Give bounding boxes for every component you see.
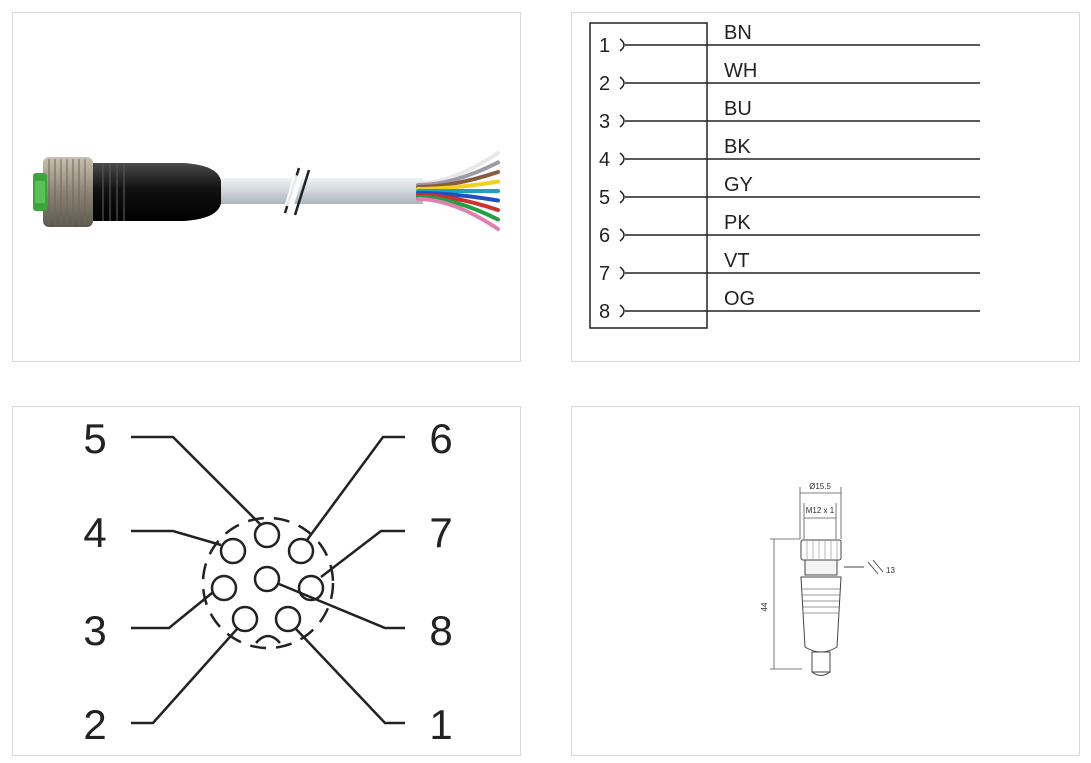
- dimension-drawing-panel: Ø15.5 M12 x 1 44 13: [571, 406, 1080, 756]
- wire-color-code: WH: [724, 60, 757, 82]
- pin-label-6: 6: [429, 415, 452, 462]
- wiring-pin-number: 1: [599, 35, 610, 57]
- wire-color-code: GY: [724, 174, 753, 196]
- pin-layout-panel: 5 6 4 7 3 8 2 1: [12, 406, 521, 756]
- pin-5: [253, 521, 281, 549]
- leader-4: [131, 529, 222, 547]
- socket-contact-icon: [619, 266, 625, 280]
- wiring-pin-number: 3: [599, 111, 610, 133]
- wire-strand: [416, 179, 500, 191]
- wiring-pin-number: 5: [599, 187, 610, 209]
- wire-strand: [416, 197, 500, 231]
- thread-label: M12 x 1: [806, 506, 835, 515]
- wiring-diagram-panel: 1 BN 2 WH 3 BU 4 BK 5 GY 6 PK 7 VT 8 OG: [571, 12, 1080, 362]
- wire-strand: [416, 160, 500, 187]
- wire-strand: [416, 193, 500, 212]
- wiring-row: 8 OG: [599, 288, 980, 323]
- leader-1: [295, 628, 405, 725]
- cable-illustration: [33, 151, 500, 231]
- socket-contact-icon: [619, 152, 625, 166]
- wrench-label: 13: [886, 566, 895, 575]
- connector-outline-drawing: [800, 539, 842, 676]
- leader-5: [131, 435, 261, 525]
- wire-strand: [416, 151, 500, 185]
- wire-strand: [416, 195, 500, 222]
- wire-color-code: VT: [724, 250, 750, 272]
- wiring-pin-number: 4: [599, 149, 610, 171]
- dimension-drawing: Ø15.5 M12 x 1 44 13: [760, 482, 895, 676]
- pin-6: [287, 537, 315, 565]
- pin-7: [297, 574, 325, 602]
- wiring-pin-number: 2: [599, 73, 610, 95]
- pin-label-8: 8: [429, 607, 452, 654]
- wire-color-code: OG: [724, 288, 755, 310]
- wire-color-code: PK: [724, 212, 751, 234]
- od-label: Ø15.5: [809, 482, 831, 491]
- wiring-row: 7 VT: [599, 250, 980, 285]
- leader-3: [131, 592, 213, 630]
- pin-label-4: 4: [83, 509, 106, 556]
- wire-color-code: BN: [724, 22, 752, 44]
- cable-jacket: [213, 178, 423, 204]
- cable-photo-panel: [12, 12, 521, 362]
- pin-8: [253, 565, 281, 593]
- wiring-row: 6 PK: [599, 212, 980, 247]
- leader-7: [320, 529, 405, 578]
- wrench-icon: [844, 559, 884, 575]
- wiring-row: 4 BK: [599, 136, 980, 171]
- length-label: 44: [760, 602, 769, 611]
- wire-bundle: [416, 151, 500, 231]
- pin-label-3: 3: [83, 607, 106, 654]
- socket-contact-icon: [619, 228, 625, 242]
- pin-4: [219, 537, 247, 565]
- wire-strand: [416, 191, 500, 203]
- pin-2: [231, 605, 259, 633]
- wiring-diagram: 1 BN 2 WH 3 BU 4 BK 5 GY 6 PK 7 VT 8 OG: [589, 22, 980, 329]
- wiring-pin-number: 6: [599, 225, 610, 247]
- wiring-row: 1 BN: [599, 22, 980, 57]
- wiring-row: 5 GY: [599, 174, 980, 209]
- pin-label-2: 2: [83, 701, 106, 748]
- wiring-row: 3 BU: [599, 98, 980, 133]
- pin-label-1: 1: [429, 701, 452, 748]
- pin-layout-diagram: 5 6 4 7 3 8 2 1: [83, 415, 452, 748]
- wire-color-code: BU: [724, 98, 752, 120]
- socket-contact-icon: [619, 114, 625, 128]
- wiring-pin-number: 7: [599, 263, 610, 285]
- keyway: [255, 634, 281, 644]
- wire-color-code: BK: [724, 136, 751, 158]
- wire-strand: [416, 170, 500, 189]
- pin-3: [210, 574, 238, 602]
- leader-6: [305, 435, 405, 541]
- face-outline: [201, 516, 335, 650]
- pin-1: [274, 605, 302, 633]
- leader-2: [131, 628, 238, 725]
- socket-contact-icon: [619, 38, 625, 52]
- wiring-row: 2 WH: [599, 60, 980, 95]
- leader-8: [278, 582, 405, 630]
- connector-outline: [589, 22, 708, 329]
- pin-label-5: 5: [83, 415, 106, 462]
- socket-contact-icon: [619, 190, 625, 204]
- pin-label-7: 7: [429, 509, 452, 556]
- wiring-pin-number: 8: [599, 301, 610, 323]
- socket-contact-icon: [619, 76, 625, 90]
- socket-contact-icon: [619, 304, 625, 318]
